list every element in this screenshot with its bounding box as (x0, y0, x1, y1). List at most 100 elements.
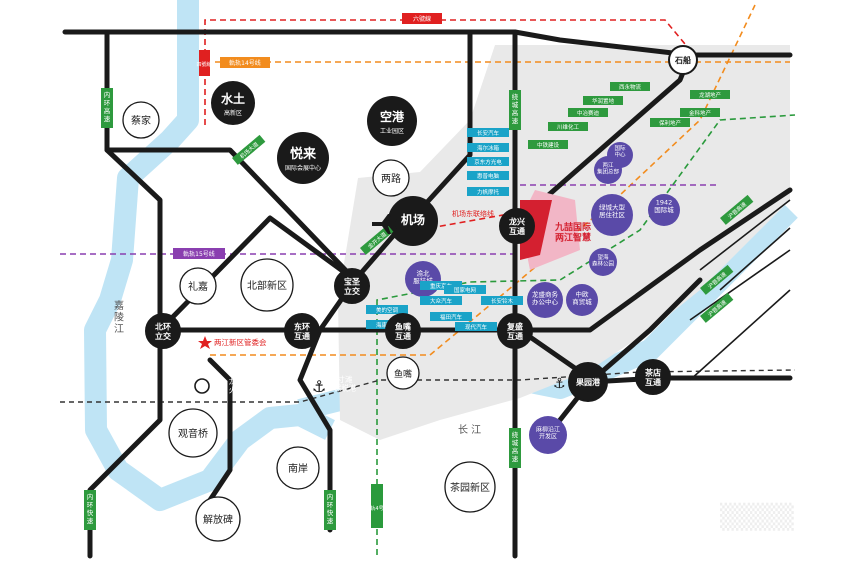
teal-label: 长安铃木 (481, 296, 523, 305)
airport-link-label: 机场东联络线 (452, 209, 494, 218)
jiefangbei-label: 解放碑 (203, 513, 233, 526)
interchange-label-guoyuan: 果园港 (575, 377, 601, 387)
road-badge-char: 快 (87, 508, 94, 517)
river-jialing (84, 0, 335, 511)
lijia-label: 礼嘉 (188, 280, 208, 293)
interchange-fuyan: 复盛互通 (497, 313, 533, 349)
interchange-label-airport: 机场 (401, 212, 425, 227)
zhongguo-label: 国际中心 (614, 144, 626, 158)
green-label: 龙湖地产 (690, 90, 730, 99)
anchor-icon: ⚓ (312, 377, 326, 396)
line15-badge: 軌轨15号线 (173, 248, 225, 259)
line4-top-badge: 四號線 (196, 50, 212, 76)
teal-label: 京东方光电 (467, 157, 509, 166)
interchange-label-donghuan: 东环互通 (294, 322, 310, 341)
interchange-yuzui: 鱼嘴互通 (385, 313, 421, 349)
road-badge-char: 速 (87, 517, 94, 525)
lvcheng-label: 绿城大型居住社区 (599, 202, 626, 218)
line6-text: 六號線 (413, 15, 431, 23)
green-label-text: 川维化工 (557, 123, 580, 131)
green-label-text: 龙湖地产 (699, 91, 722, 99)
teal-label-text: 海尔冰箱 (477, 144, 500, 152)
line4-text: 軌轨4号线 (365, 505, 388, 512)
green-label-text: 西永物流 (619, 83, 642, 91)
teal-label: 大众汽车 (420, 296, 462, 305)
road-badge-char: 绕 (512, 430, 519, 439)
star-icon (198, 336, 212, 349)
green-label: 中铁建设 (528, 140, 568, 149)
road-badge-char: 高 (512, 446, 519, 455)
line4-badge: 軌轨4号线 (365, 484, 389, 528)
road-badge-airport_road: 机场大道 (231, 134, 266, 165)
area-circles (122, 101, 496, 542)
teal-label: 长安汽车 (467, 128, 509, 137)
teal-label: 现代汽车 (455, 322, 497, 331)
district-konggang: 空港 工业园区 (367, 96, 417, 146)
road-badge-char: 快 (327, 508, 334, 517)
district-yuelai: 悦来 国际会展中心 (277, 132, 329, 184)
road-badge-char: 环 (104, 99, 111, 107)
teal-label: 惠普电脑 (467, 171, 509, 180)
zhongya-label: 中欧商贸城 (572, 289, 592, 305)
line4-top-text: 四號線 (196, 61, 211, 68)
green-label: 中冶赛迪 (568, 108, 608, 117)
interchange-baosheng: 宝圣立交 (334, 268, 370, 304)
interchange-beihuan: 北环立交 (145, 313, 181, 349)
airplane-icon (372, 214, 399, 234)
cuntan-label: 寸滩保税港 (334, 374, 357, 393)
teal-label-text: 大众汽车 (430, 297, 453, 305)
green-label: 金科地产 (680, 108, 720, 117)
green-label: 西永物流 (610, 82, 650, 91)
metro-line-red-link (429, 211, 521, 229)
purple-districts (405, 142, 680, 454)
line15-text: 軌轨15号线 (183, 250, 215, 258)
teal-label-text: 现代汽车 (465, 323, 488, 331)
district-shuitu: 水土 高新区 (211, 81, 255, 125)
road-badge-char: 速 (327, 517, 334, 525)
mahu-label: 麻柳沿江开发区 (536, 426, 560, 441)
watermark-blur: ▒▒▒▒ (720, 502, 794, 531)
teal-label-text: 长安铃木 (491, 297, 514, 305)
teal-label-text: 惠普电脑 (477, 172, 500, 180)
metro-line-4 (376, 114, 796, 555)
teal-label: 力帆摩托 (467, 187, 509, 196)
road-badge-char: 内 (327, 492, 334, 501)
interchange-chadian: 茶店互通 (635, 359, 671, 395)
line14-text: 軌轨14号线 (229, 59, 261, 67)
yubei-label: 渝北服装城 (413, 268, 433, 284)
road-badge-char: 绕 (512, 92, 519, 101)
nanan-label: 南岸 (288, 462, 308, 475)
line14-badge: 軌轨14号线 (220, 57, 270, 68)
project-label: 九喆国际两江智慧 (554, 221, 591, 243)
beibu-label: 北部新区 (247, 279, 287, 292)
teal-label-text: 京东方光电 (474, 158, 502, 166)
road-badge-char: 城 (512, 101, 519, 109)
road-badge-char: 内 (104, 90, 111, 99)
interchange-longxing: 龙兴互通 (499, 208, 535, 244)
shuitu-sub: 高新区 (224, 109, 242, 117)
interchange-label-shichuan: 石船 (674, 55, 691, 65)
road-badge-char: 速 (512, 455, 519, 463)
interchange-label-chadian: 茶店互通 (644, 368, 661, 387)
teal-label-text: 力帆摩托 (477, 188, 500, 196)
road-badge-char: 高 (512, 108, 519, 117)
green-label-text: 华润置地 (592, 97, 615, 105)
jinlong-label: 两江集团总部 (597, 162, 620, 175)
shuitu-label: 水土 (221, 91, 245, 106)
train-icon (194, 378, 210, 394)
road-badge-char: 环 (327, 501, 334, 509)
teal-label: 国家电网 (444, 285, 486, 294)
teal-label: 福田汽车 (430, 312, 472, 321)
green-label-text: 保利地产 (659, 119, 682, 127)
teal-label: 重庆京东 (420, 281, 462, 290)
interchange-label-yuzui: 鱼嘴互通 (395, 322, 411, 341)
road-badge-char: 高 (104, 106, 111, 115)
konggang-sub: 工业园区 (380, 127, 404, 135)
green-label: 保利地产 (650, 118, 690, 127)
